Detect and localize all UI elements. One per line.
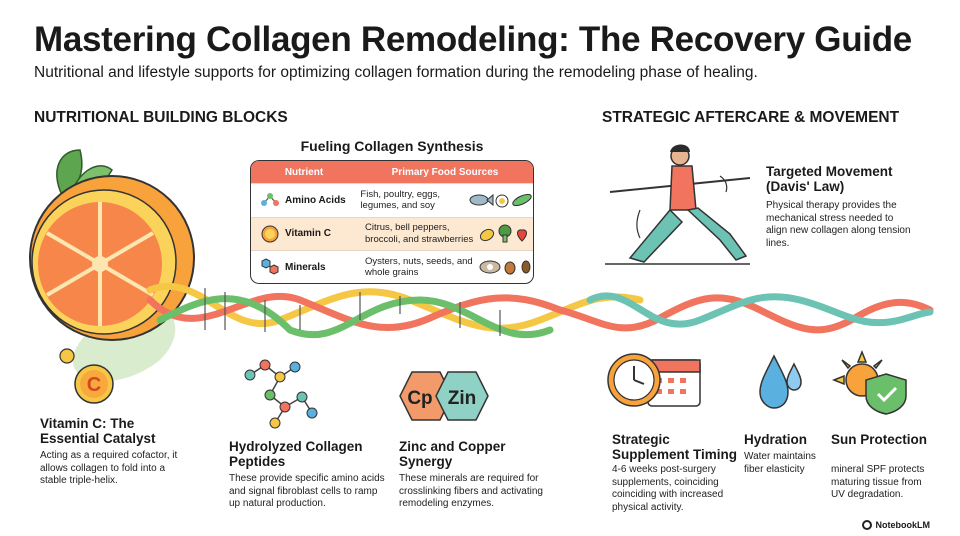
copper-label: Cp (407, 388, 432, 409)
nut-icon (504, 261, 516, 275)
page-title: Mastering Collagen Remodeling: The Recov… (34, 20, 912, 59)
yoga-figure-illustration (605, 144, 751, 265)
broccoli-icon (498, 224, 512, 243)
amino-acid-icon (261, 193, 279, 207)
hydration-card-text: Water maintains fiber elasticity (744, 451, 816, 475)
timing-card-title: Strategic Supplement Timing (612, 432, 738, 462)
sun-card-text: mineral SPF protects maturing tissue fro… (831, 464, 925, 500)
oyster-icon (479, 260, 501, 274)
legume-icon (512, 194, 532, 207)
food-sources: Oysters, nuts, seeds, and whole grains (365, 255, 473, 279)
timing-card-text: 4-6 weeks post-surgery supplements, coin… (612, 464, 724, 513)
zinc-label: Zin (448, 388, 477, 409)
minerals-icon (261, 258, 279, 276)
sun-shield-icon (831, 349, 907, 415)
pepper-icon (479, 228, 495, 241)
table-row: Minerals Oysters, nuts, seeds, and whole… (251, 250, 533, 283)
hydration-card-title: Hydration (744, 432, 808, 447)
nutrient-name: Amino Acids (285, 194, 346, 206)
vitamin-c-card-title: Vitamin C: The Essential Catalyst (40, 416, 156, 446)
section-heading-nutrition: NUTRITIONAL BUILDING BLOCKS (34, 109, 288, 126)
section-heading-aftercare: STRATEGIC AFTERCARE & MOVEMENT (602, 109, 900, 126)
citrus-icon (261, 225, 279, 243)
egg-icon (495, 194, 509, 208)
peptides-card-title: Hydrolyzed Collagen Peptides (229, 439, 363, 469)
vitamin-c-card-text: Acting as a required cofactor, it allows… (40, 450, 178, 486)
zinc-card-title: Zinc and Copper Synergy (399, 439, 506, 469)
sun-card-title: Sun Protection (831, 432, 928, 447)
nutrient-table: Nutrient Primary Food Sources Amino Acid… (250, 160, 534, 284)
strawberry-icon (517, 229, 527, 242)
water-drop-icon (759, 354, 802, 409)
nutrient-name: Minerals (285, 261, 326, 273)
zinc-card-text: These minerals are required for crosslin… (399, 473, 543, 509)
table-row: Amino Acids Fish, poultry, eggs, legumes… (251, 183, 533, 217)
peptides-card-text: These provide specific amino acids and s… (229, 473, 385, 509)
food-sources: Fish, poultry, eggs, legumes, and soy (360, 188, 440, 212)
clock-calendar-icon (607, 353, 701, 407)
table-title: Fueling Collagen Synthesis (300, 138, 484, 154)
peptide-molecule-icon (244, 359, 318, 429)
seed-icon (521, 260, 531, 274)
movement-card-title: Targeted Movement (Davis' Law) (766, 164, 893, 194)
brand-name: NotebookLM (875, 520, 931, 530)
table-row: Vitamin C Citrus, bell peppers, broccoli… (251, 216, 533, 251)
table-header: Nutrient Primary Food Sources (251, 161, 533, 183)
movement-card-text: Physical therapy provides the mechanical… (766, 200, 911, 249)
vitamin-c-badge-icon: C (74, 364, 114, 404)
nutrient-name: Vitamin C (285, 228, 331, 240)
brand-logo: NotebookLM (861, 520, 931, 530)
vitamin-c-badge-label: C (87, 374, 101, 396)
zinc-copper-icon: Cp Zin (399, 371, 489, 421)
page-subtitle: Nutritional and lifestyle supports for o… (34, 64, 758, 81)
food-sources: Citrus, bell peppers, broccoli, and stra… (365, 222, 474, 245)
fish-icon (469, 194, 494, 207)
header-sources: Primary Food Sources (391, 166, 499, 178)
header-nutrient: Nutrient (284, 166, 324, 178)
notebooklm-icon (861, 520, 872, 530)
